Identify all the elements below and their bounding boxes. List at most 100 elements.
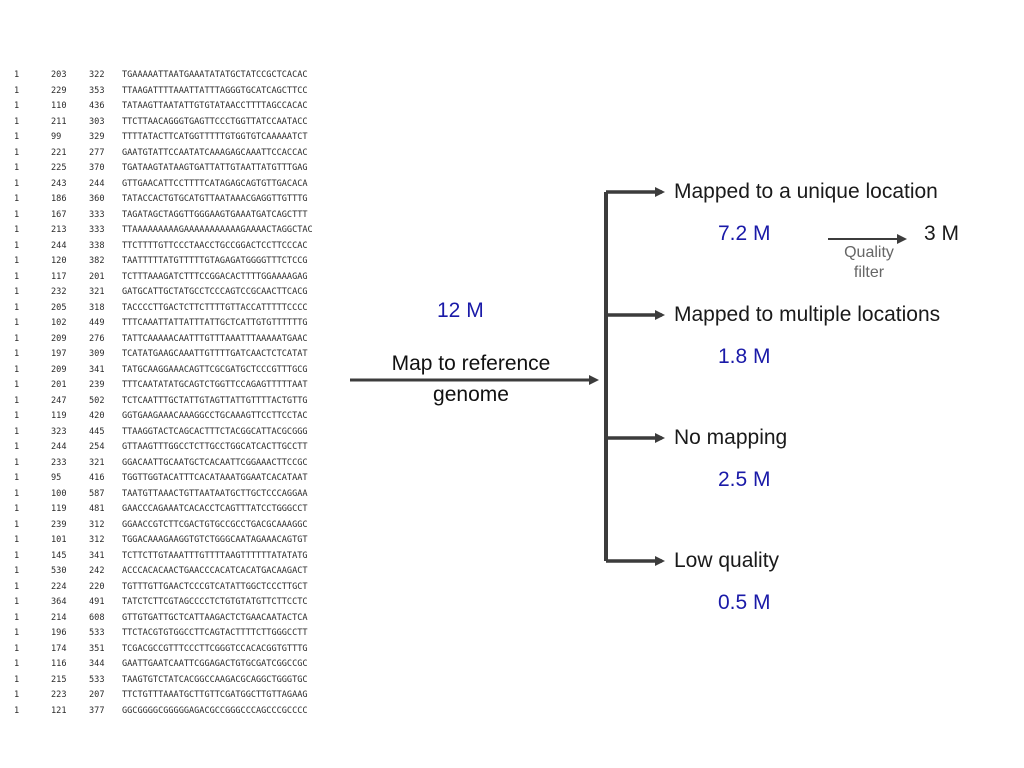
read-chromosome: 1 xyxy=(14,504,20,514)
map-label-line2: genome xyxy=(433,383,509,406)
read-length: 491 xyxy=(89,597,105,607)
read-length: 587 xyxy=(89,488,105,499)
map-label-line1: Map to reference xyxy=(391,352,551,375)
read-sequence: TGAAAAATTAATGAAATATATGCTATCCGCTCACAC xyxy=(122,70,308,80)
read-sequence: GGCGGGGCGGGGGAGACGCCGGGCCCAGCCCGCCCC xyxy=(122,705,308,716)
read-start: 215 xyxy=(51,674,67,685)
read-length: 533 xyxy=(89,628,105,638)
read-length: 416 xyxy=(89,473,105,483)
read-sequence: GAATGTATTCCAATATCAAAGAGCAAATTCCACCAC xyxy=(122,147,308,158)
read-chromosome: 1 xyxy=(14,535,20,545)
read-sequence: TTCTTTTGTTCCCTAACCTGCCGGACTCCTTCCCAC xyxy=(122,240,308,251)
read-chromosome: 1 xyxy=(14,411,20,421)
read-length: 436 xyxy=(89,101,105,111)
read-sequence: TGGTTGGTACATTTCACATAAATGGAATCACATAAT xyxy=(122,473,308,483)
read-length: 341 xyxy=(89,550,105,561)
read-chromosome: 1 xyxy=(14,256,20,266)
read-sequence: TATCTCTTCGTAGCCCCTCTGTGTATGTTCTTCCTC xyxy=(122,597,308,607)
read-chromosome: 1 xyxy=(14,473,20,483)
read-sequence: TTCTGTTTAAATGCTTGTTCGATGGCTTGTTAGAAG xyxy=(122,690,308,700)
read-start: 201 xyxy=(51,380,67,390)
read-length: 220 xyxy=(89,581,105,592)
read-start: 232 xyxy=(51,287,67,297)
read-sequence: TGATAAGTATAAGTGATTATTGTAATTATGTTTGAG xyxy=(122,163,308,173)
read-sequence: TATTCAAAAACAATTTGTTTAAATTTAAAAATGAAC xyxy=(122,333,308,344)
quality-filter-result: 3 M xyxy=(924,222,960,245)
read-length: 239 xyxy=(89,380,105,390)
read-sequence: GTTGAACATTCCTTTTCATAGAGCAGTGTTGACACA xyxy=(122,178,308,189)
read-sequence: TGTTTGTTGAACTCCCGTCATATTGGCTCCCTTGCT xyxy=(122,581,308,592)
read-chromosome: 1 xyxy=(14,581,20,592)
read-start: 174 xyxy=(51,643,67,654)
read-sequence: GTTGTGATTGCTCATTAAGACTCTGAACAATACTCA xyxy=(122,612,308,623)
read-start: 225 xyxy=(51,163,67,173)
read-length: 312 xyxy=(89,519,105,530)
read-sequence: TGGACAAAGAAGGTGTCTGGGCAATAGAAACAGTGT xyxy=(122,535,308,545)
read-chromosome: 1 xyxy=(14,705,20,716)
read-start: 221 xyxy=(51,147,67,158)
read-start: 119 xyxy=(51,411,67,421)
branch-count-multiple: 1.8 M xyxy=(718,345,771,368)
read-length: 449 xyxy=(89,318,105,328)
read-start: 205 xyxy=(51,302,67,313)
read-start: 244 xyxy=(51,240,67,251)
read-sequence: TACCCCTTGACTCTTCTTTTGTTACCATTTTTCCCC xyxy=(122,302,308,313)
read-length: 377 xyxy=(89,705,105,716)
read-length: 242 xyxy=(89,566,105,576)
read-length: 608 xyxy=(89,612,105,623)
read-chromosome: 1 xyxy=(14,550,20,561)
read-start: 224 xyxy=(51,581,67,592)
read-length: 533 xyxy=(89,674,105,685)
read-start: 117 xyxy=(51,271,67,282)
read-start: 211 xyxy=(51,116,67,127)
read-length: 201 xyxy=(89,271,105,282)
read-chromosome: 1 xyxy=(14,101,20,111)
read-chromosome: 1 xyxy=(14,364,20,375)
read-chromosome: 1 xyxy=(14,643,20,654)
branch-count-no-mapping: 2.5 M xyxy=(718,468,771,491)
read-chromosome: 1 xyxy=(14,147,20,158)
read-sequence: TCTCAATTTGCTATTGTAGTTATTGTTTTACTGTTG xyxy=(122,395,308,406)
read-length: 312 xyxy=(89,535,105,545)
read-chromosome: 1 xyxy=(14,457,20,468)
read-start: 196 xyxy=(51,628,67,638)
branch-count-unique: 7.2 M xyxy=(718,222,771,245)
quality-filter-line1: Quality xyxy=(844,244,894,261)
read-length: 420 xyxy=(89,411,105,421)
read-chromosome: 1 xyxy=(14,659,20,669)
read-chromosome: 1 xyxy=(14,302,20,313)
read-length: 318 xyxy=(89,302,105,313)
read-length: 481 xyxy=(89,504,105,514)
read-length: 344 xyxy=(89,659,105,669)
read-chromosome: 1 xyxy=(14,597,20,607)
read-length: 370 xyxy=(89,163,105,173)
read-length: 338 xyxy=(89,240,105,251)
read-sequence: TCATATGAAGCAAATTGTTTTGATCAACTCTCATAT xyxy=(122,349,308,359)
read-start: 233 xyxy=(51,457,67,468)
read-start: 213 xyxy=(51,225,67,235)
branch-label-unique: Mapped to a unique location xyxy=(674,180,938,203)
read-sequence: TAATTTTTATGTTTTTGTAGAGATGGGGTTTCTCCG xyxy=(122,256,308,266)
read-sequence: TAATGTTAAACTGTTAATAATGCTTGCTCCCAGGAA xyxy=(122,488,308,499)
read-sequence: TTTTATACTTCATGGTTTTTGTGGTGTCAAAAATCT xyxy=(122,132,308,142)
read-start: 243 xyxy=(51,178,67,189)
read-sequence: TAGATAGCTAGGTTGGGAAGTGAAATGATCAGCTTT xyxy=(122,209,308,220)
read-chromosome: 1 xyxy=(14,287,20,297)
read-start: 121 xyxy=(51,705,67,716)
read-length: 329 xyxy=(89,132,105,142)
read-start: 209 xyxy=(51,364,67,375)
read-start: 110 xyxy=(51,101,67,111)
read-length: 502 xyxy=(89,395,105,406)
read-length: 333 xyxy=(89,209,105,220)
read-length: 341 xyxy=(89,364,105,375)
map-to-reference-label: Map to reference genome xyxy=(354,348,588,410)
read-chromosome: 1 xyxy=(14,674,20,685)
read-sequence: TAAGTGTCTATCACGGCCAAGACGCAGGCTGGGTGC xyxy=(122,674,308,685)
read-sequence: TTTCAATATATGCAGTCTGGTTCCAGAGTTTTTAAT xyxy=(122,380,308,390)
read-sequence: TATAAGTTAATATTGTGTATAACCTTTTAGCCACAC xyxy=(122,101,308,111)
read-chromosome: 1 xyxy=(14,85,20,96)
read-start: 101 xyxy=(51,535,67,545)
read-start: 364 xyxy=(51,597,67,607)
read-sequence: TATACCACTGTGCATGTTAATAAACGAGGTTGTTTG xyxy=(122,194,308,204)
read-length: 244 xyxy=(89,178,105,189)
